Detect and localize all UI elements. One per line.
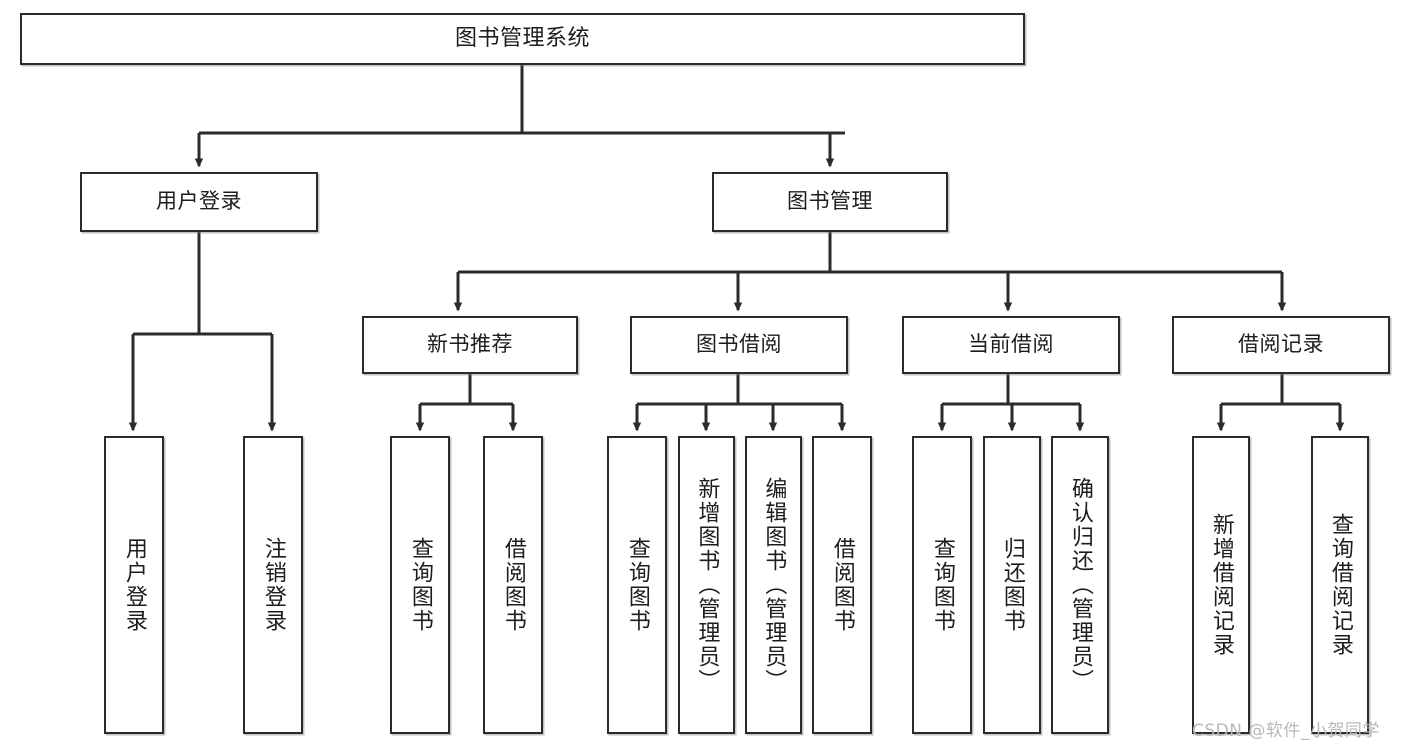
leaf-query-book-newbook[interactable]: 查询图书 (390, 436, 450, 734)
leaf-add-book-admin-label: 新增图书（管理员） (694, 477, 720, 693)
node-current-borrow-label: 当前借阅 (968, 332, 1054, 357)
leaf-query-book-borrow-label: 查询图书 (624, 537, 650, 633)
node-new-book-recommend[interactable]: 新书推荐 (362, 316, 578, 374)
node-new-book-recommend-label: 新书推荐 (427, 332, 513, 357)
leaf-borrow-book-newbook-label: 借阅图书 (500, 537, 526, 633)
node-book-management-label: 图书管理 (787, 189, 873, 214)
leaf-edit-book-admin-label: 编辑图书（管理员） (761, 477, 787, 693)
leaf-return-book[interactable]: 归还图书 (983, 436, 1041, 734)
node-user-login[interactable]: 用户登录 (80, 172, 318, 232)
node-current-borrow[interactable]: 当前借阅 (902, 316, 1120, 374)
leaf-user-login-label: 用户登录 (121, 537, 147, 633)
leaf-borrow-book-borrow-label: 借阅图书 (829, 537, 855, 633)
node-borrow-record-label: 借阅记录 (1238, 332, 1324, 357)
leaf-borrow-book-borrow[interactable]: 借阅图书 (812, 436, 872, 734)
leaf-return-book-label: 归还图书 (999, 537, 1025, 633)
leaf-query-borrow-record[interactable]: 查询借阅记录 (1311, 436, 1369, 734)
leaf-borrow-book-newbook[interactable]: 借阅图书 (483, 436, 543, 734)
leaf-query-book-newbook-label: 查询图书 (407, 537, 433, 633)
node-root[interactable]: 图书管理系统 (20, 13, 1025, 65)
leaf-add-borrow-record[interactable]: 新增借阅记录 (1192, 436, 1250, 734)
node-user-login-label: 用户登录 (156, 189, 242, 214)
leaf-logout[interactable]: 注销登录 (243, 436, 303, 734)
leaf-user-login[interactable]: 用户登录 (104, 436, 164, 734)
leaf-add-borrow-record-label: 新增借阅记录 (1208, 513, 1234, 657)
node-book-borrow-label: 图书借阅 (696, 332, 782, 357)
leaf-query-book-current[interactable]: 查询图书 (912, 436, 972, 734)
leaf-logout-label: 注销登录 (260, 537, 286, 633)
node-book-management[interactable]: 图书管理 (712, 172, 948, 232)
node-book-borrow[interactable]: 图书借阅 (630, 316, 848, 374)
node-root-label: 图书管理系统 (454, 25, 590, 51)
leaf-query-book-current-label: 查询图书 (929, 537, 955, 633)
leaf-query-borrow-record-label: 查询借阅记录 (1327, 513, 1353, 657)
leaf-confirm-return-admin-label: 确认归还（管理员） (1067, 477, 1093, 693)
node-borrow-record[interactable]: 借阅记录 (1172, 316, 1390, 374)
leaf-confirm-return-admin[interactable]: 确认归还（管理员） (1051, 436, 1109, 734)
leaf-query-book-borrow[interactable]: 查询图书 (607, 436, 667, 734)
leaf-edit-book-admin[interactable]: 编辑图书（管理员） (745, 436, 802, 734)
csdn-watermark: CSDN @软件_小贺同学 (1192, 721, 1380, 741)
leaf-add-book-admin[interactable]: 新增图书（管理员） (678, 436, 735, 734)
